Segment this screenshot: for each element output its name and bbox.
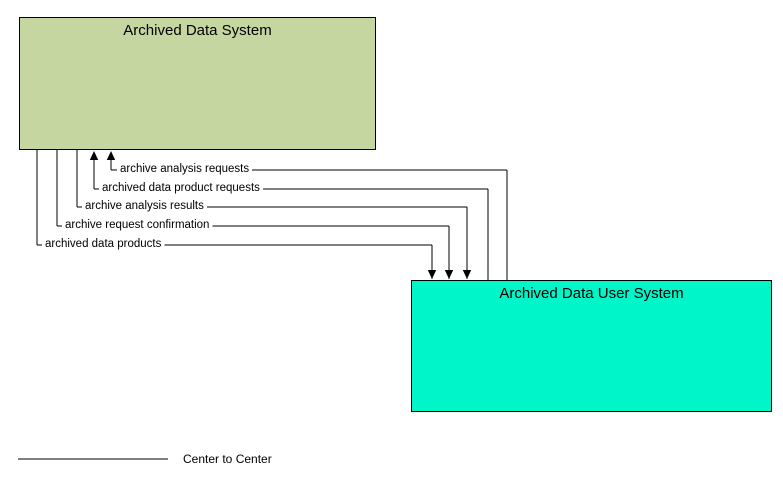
flow-label-archived-data-products: archived data products — [44, 238, 163, 250]
node-archived-data-user-system[interactable]: Archived Data User System — [411, 280, 772, 412]
flow-label-archive-request-confirmation: archive request confirmation — [64, 219, 211, 231]
legend-label-center-to-center: Center to Center — [183, 452, 272, 466]
node-archived-data-system[interactable]: Archived Data System — [19, 17, 376, 150]
arrowhead-group — [89, 151, 472, 279]
node-archived-data-user-system-title: Archived Data User System — [499, 285, 684, 302]
connector-group — [36, 150, 508, 280]
flow-label-archived-data-product-requests: archived data product requests — [101, 182, 261, 194]
flow-label-archive-analysis-requests: archive analysis requests — [119, 163, 251, 175]
node-archived-data-system-title: Archived Data System — [123, 22, 272, 39]
flow-label-archive-analysis-results: archive analysis results — [84, 200, 205, 212]
